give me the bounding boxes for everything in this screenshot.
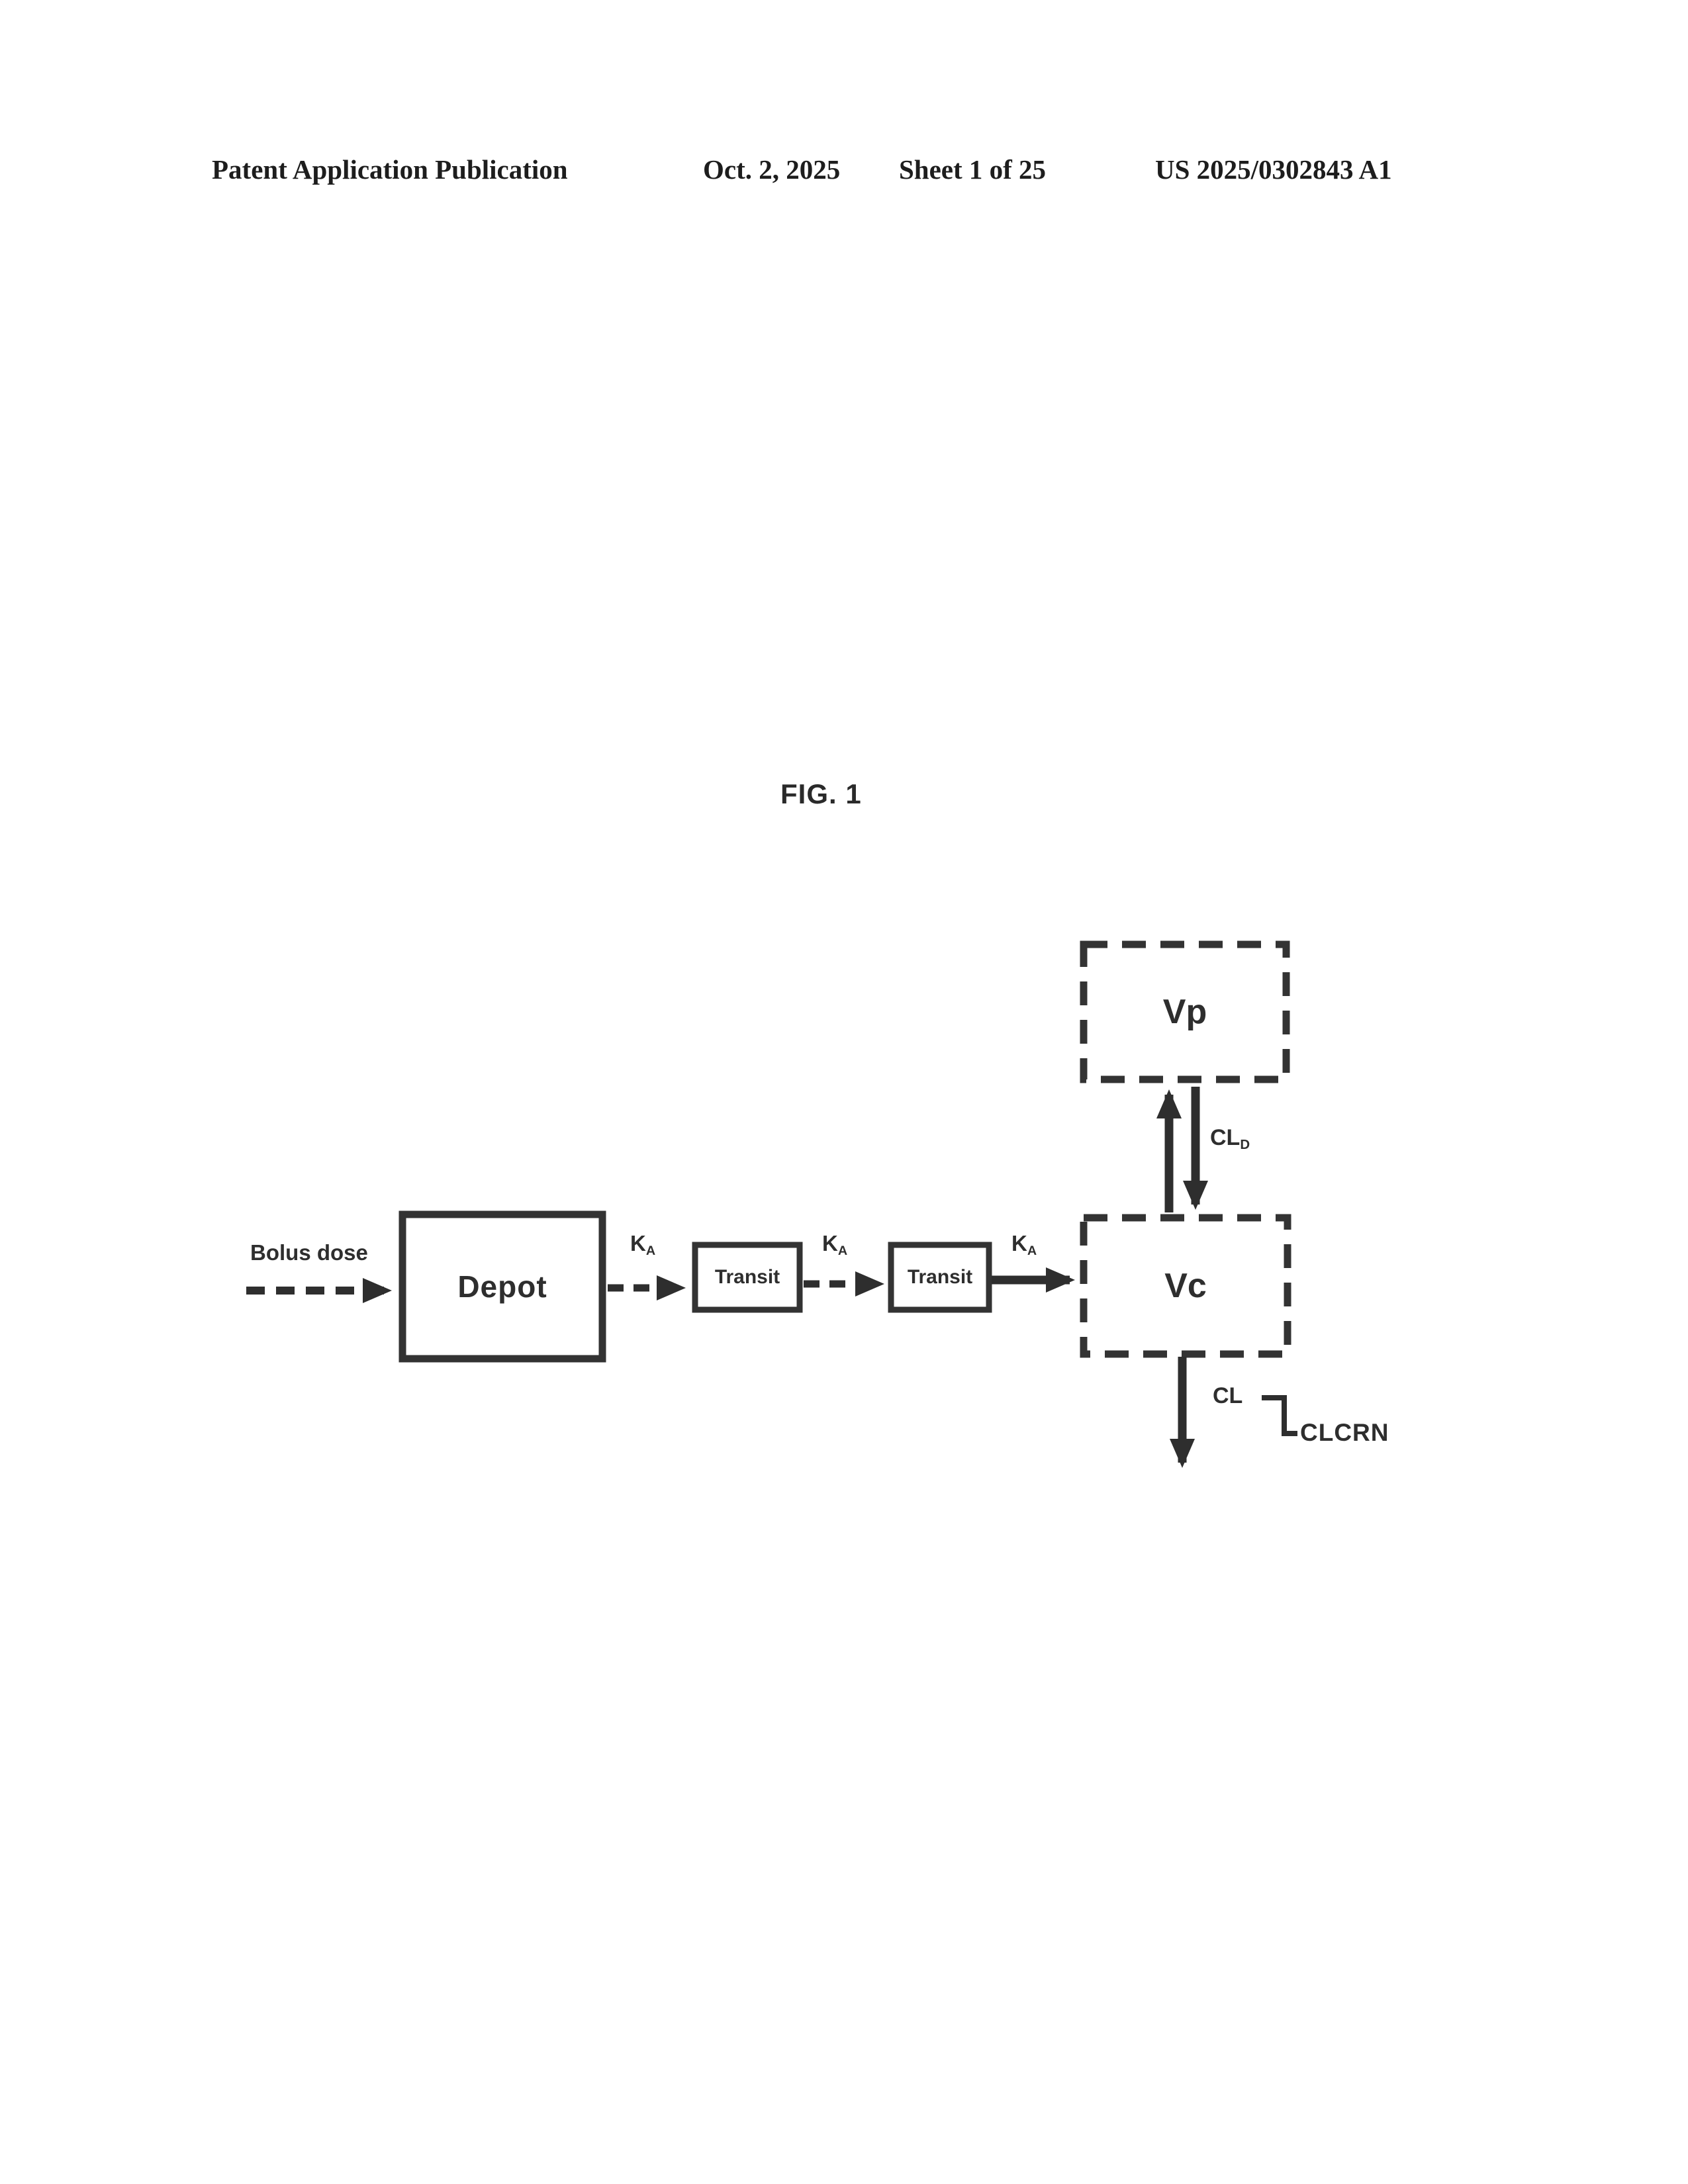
ka3-base: K — [1011, 1231, 1027, 1255]
header-sheet-number: Sheet 1 of 25 — [899, 154, 1047, 185]
vc-box — [1080, 1214, 1291, 1358]
ka-label-3: KA — [1011, 1231, 1037, 1259]
cl-clcrn-connector — [1262, 1395, 1297, 1436]
cl-d-label: CLD — [1210, 1125, 1250, 1153]
bolus-dose-label: Bolus dose — [250, 1240, 368, 1265]
figure-title: FIG. 1 — [780, 778, 862, 809]
header-publication-label: Patent Application Publication — [212, 154, 568, 185]
vp-label: Vp — [1162, 993, 1207, 1031]
ka2-subscript: A — [837, 1243, 848, 1258]
vc-label: Vc — [1164, 1267, 1207, 1305]
ka1-subscript: A — [645, 1243, 656, 1258]
cld-base: CL — [1210, 1125, 1241, 1150]
vp-box — [1080, 940, 1290, 1083]
ka3-subscript: A — [1027, 1243, 1037, 1258]
ka1-base: K — [630, 1231, 646, 1255]
transit1-label: Transit — [714, 1266, 780, 1288]
depot-label: Depot — [457, 1269, 547, 1304]
cld-subscript: D — [1240, 1138, 1250, 1153]
transit2-label: Transit — [907, 1266, 973, 1288]
cl-label: CL — [1213, 1383, 1243, 1408]
depot-box — [399, 1210, 606, 1363]
ka2-base: K — [822, 1231, 838, 1255]
header-patent-number: US 2025/0302843 A1 — [1155, 154, 1392, 185]
ka-label-2: KA — [822, 1231, 847, 1259]
ka-label-1: KA — [630, 1231, 655, 1259]
transit-box-2 — [888, 1242, 992, 1313]
transit-box-1 — [692, 1242, 803, 1313]
header-date: Oct. 2, 2025 — [703, 154, 841, 185]
clcrn-label: CLCRN — [1300, 1419, 1389, 1446]
